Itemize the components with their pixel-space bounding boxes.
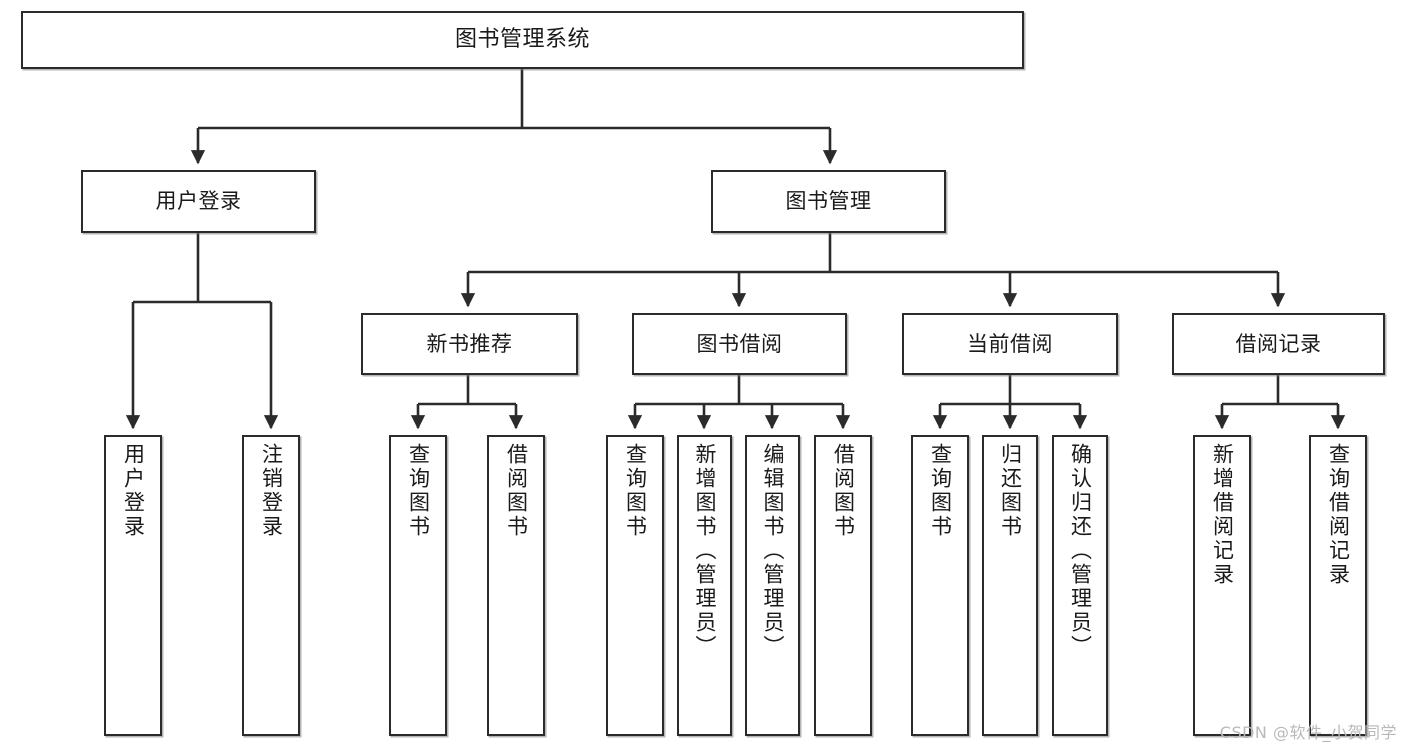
node-label: 用户登录 (155, 189, 242, 214)
node-leaf-query-book-borrow[interactable]: 查询图书 (606, 435, 664, 736)
node-user-login[interactable]: 用户登录 (81, 170, 316, 233)
node-label: 编辑图书（管理员） (761, 443, 785, 659)
node-label: 查询借阅记录 (1326, 443, 1351, 587)
node-leaf-query-book-current[interactable]: 查询图书 (911, 435, 969, 736)
node-leaf-user-login[interactable]: 用户登录 (104, 435, 162, 736)
node-book-management[interactable]: 图书管理 (711, 170, 946, 233)
node-new-book-recommend[interactable]: 新书推荐 (361, 313, 578, 375)
node-leaf-query-book-recommend[interactable]: 查询图书 (389, 435, 447, 736)
node-leaf-confirm-return-admin[interactable]: 确认归还（管理员） (1052, 435, 1108, 736)
node-label: 用户登录 (121, 443, 146, 539)
node-root-book-management-system[interactable]: 图书管理系统 (21, 11, 1024, 69)
node-label: 借阅图书 (504, 443, 529, 539)
node-label: 查询图书 (623, 443, 648, 539)
node-label: 图书管理 (785, 189, 872, 214)
node-leaf-borrow-book[interactable]: 借阅图书 (814, 435, 872, 736)
node-leaf-logout[interactable]: 注销登录 (242, 435, 300, 736)
node-label: 查询图书 (928, 443, 953, 539)
node-book-borrow[interactable]: 图书借阅 (632, 313, 847, 375)
node-label: 图书管理系统 (454, 27, 590, 53)
node-label: 图书借阅 (696, 331, 783, 356)
node-label: 新增图书（管理员） (693, 443, 717, 659)
node-label: 新书推荐 (426, 331, 513, 356)
node-label: 确认归还（管理员） (1068, 443, 1093, 659)
watermark: CSDN @软件_小贺同学 (1219, 723, 1397, 742)
node-leaf-add-book-admin[interactable]: 新增图书（管理员） (677, 435, 732, 736)
node-label: 注销登录 (259, 443, 284, 539)
node-label: 借阅图书 (831, 443, 856, 539)
node-label: 归还图书 (998, 443, 1023, 539)
node-leaf-borrow-book-recommend[interactable]: 借阅图书 (487, 435, 545, 736)
node-label: 查询图书 (406, 443, 431, 539)
node-leaf-return-book[interactable]: 归还图书 (982, 435, 1038, 736)
node-borrow-record[interactable]: 借阅记录 (1172, 313, 1385, 375)
node-leaf-add-borrow-record[interactable]: 新增借阅记录 (1193, 435, 1251, 736)
node-leaf-query-borrow-record[interactable]: 查询借阅记录 (1309, 435, 1367, 736)
node-current-borrow[interactable]: 当前借阅 (902, 313, 1118, 375)
node-label: 新增借阅记录 (1210, 443, 1235, 587)
node-leaf-edit-book-admin[interactable]: 编辑图书（管理员） (745, 435, 800, 736)
node-label: 当前借阅 (967, 331, 1053, 356)
node-label: 借阅记录 (1235, 331, 1322, 356)
